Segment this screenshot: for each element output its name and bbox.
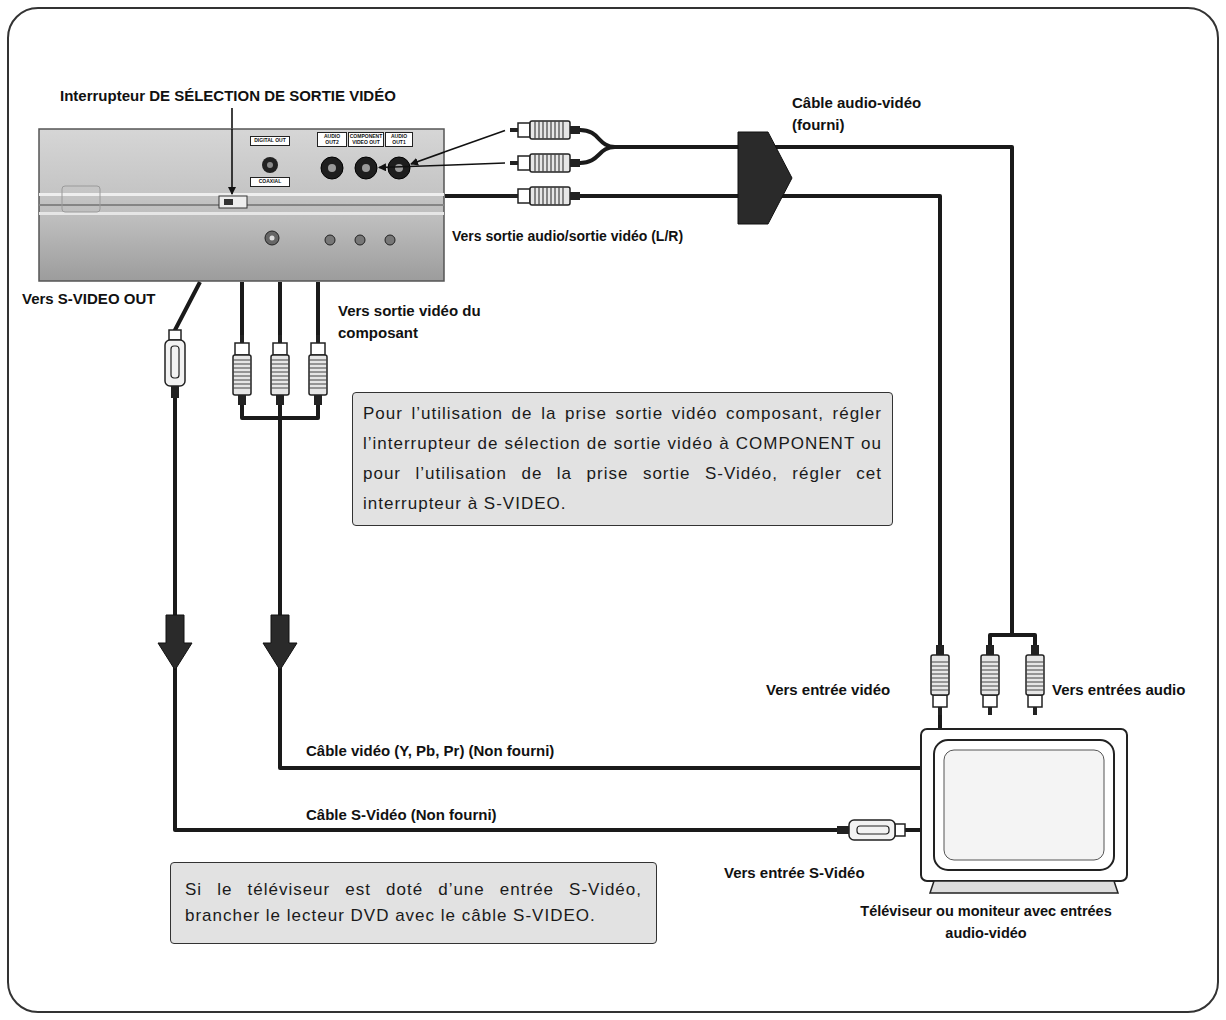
note-text: Si le téléviseur est doté d’une entrée S… [185,877,642,929]
rca-plug [309,335,327,405]
callout-label: Vers sortie vidéo du composant [338,300,496,344]
leader-line [445,130,505,151]
callout-label: Vers S-VIDEO OUT [22,289,155,309]
leader-line [445,163,505,165]
panel-label: COMPONENT VIDEO OUT [348,132,384,147]
note-box: Si le téléviseur est doté d’une entrée S… [170,862,657,944]
component-wire [316,282,320,335]
rca-plug [1026,645,1044,715]
tv-caption: Téléviseur ou moniteur avec entrées audi… [858,900,1114,944]
callout-label: Vers entrées audio [1052,680,1185,700]
direction-arrow [263,615,297,670]
svideo-plug [165,330,185,398]
cable-connector [280,282,920,768]
callout-label: Vers entrée vidéo [766,680,890,700]
cable-label: Câble vidéo (Y, Pb, Pr) (Non fourni) [306,741,554,761]
audio-wire [580,147,615,163]
rca-plug [510,187,580,205]
direction-arrow [738,132,792,224]
cable-label: Câble S-Vidéo (Non fourni) [306,805,497,825]
audio-wire [580,130,1012,635]
audio-split-wire [990,635,1035,645]
callout-label: Interrupteur DE SÉLECTION DE SORTIE VIDÉ… [60,86,396,106]
dvd-player-panel: DIGITAL OUT COAXIAL AUDIO OUT2COMPONENT VI… [38,128,445,282]
rca-plug [510,154,580,172]
rca-plug [981,645,999,715]
note-box: Pour l’utilisation de la prise sortie vi… [352,392,893,526]
rca-plug [931,645,949,715]
panel-label: AUDIO OUT2 [317,132,347,147]
svideo-plug [837,820,905,840]
rca-plug [510,121,580,139]
tv-monitor: Téléviseur ou moniteur avec entrées audi… [920,728,1128,894]
callout-label: Vers entrée S-Vidéo [724,863,865,883]
cable-label: Câble audio-vidéo (fourni) [792,92,952,136]
note-text: Pour l’utilisation de la prise sortie vi… [363,399,882,519]
outer-frame [8,8,1218,1012]
cable-connector [175,282,920,830]
rca-plug [271,335,289,405]
panel-label: COAXIAL [250,177,290,187]
tv-outline [920,728,1128,894]
rca-plug [233,335,251,405]
leader-line [231,108,233,129]
panel-label: DIGITAL OUT [250,136,290,146]
dvd-panel-art [38,128,445,282]
callout-label: Vers sortie audio/sortie vidéo (L/R) [452,226,683,246]
component-wire [240,282,244,335]
direction-arrow [158,615,192,670]
panel-label: AUDIO OUT1 [385,132,413,147]
